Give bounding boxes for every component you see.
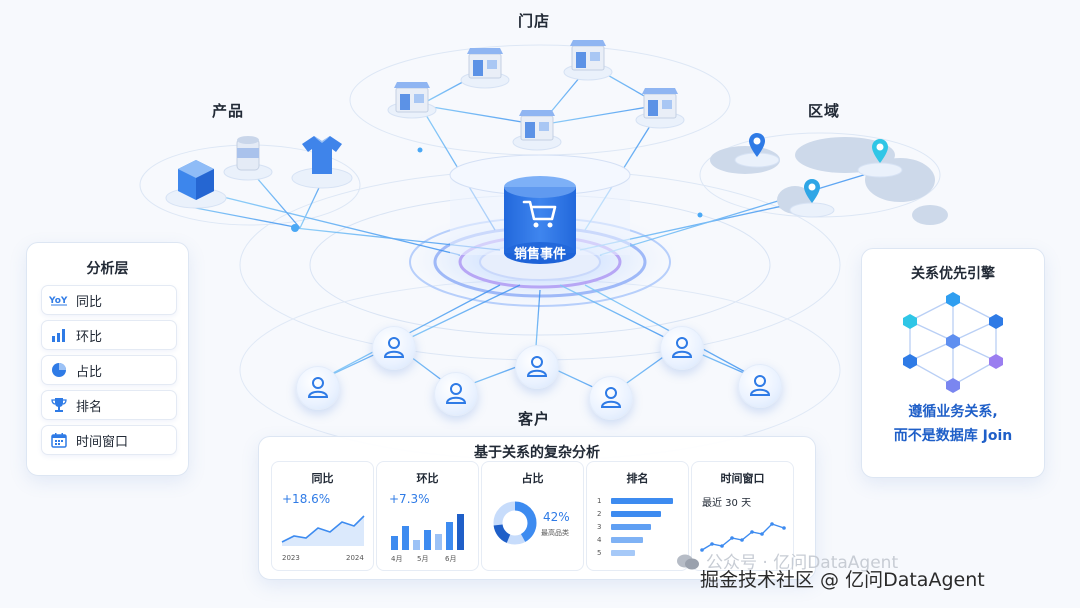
layer-item-rank[interactable]: 排名 (41, 390, 177, 420)
customer-node (515, 345, 559, 389)
rank-card-title: 排名 (626, 472, 649, 485)
complex-analysis-panel: 基于关系的复杂分析 同比 +18.6% 2023 2024 环比 +7.3% 4… (258, 436, 816, 580)
share-caption: 最高品类 (541, 529, 569, 537)
shopping-cart-icon (522, 200, 557, 228)
share-card-title: 占比 (521, 472, 544, 485)
engine-desc-line1: 遵循业务关系, (908, 404, 998, 420)
cylinder-icon (504, 176, 576, 264)
store-icon (519, 110, 555, 141)
yoy-card-title: 同比 (311, 472, 334, 485)
rank-bar (611, 537, 643, 543)
relationship-engine-panel: 关系优先引擎 遵循业务关系, 而不是数据库 Join (861, 248, 1045, 478)
customer-node (660, 326, 704, 370)
store-icon (642, 88, 678, 119)
box-product-icon (178, 160, 214, 200)
yoy-card: 同比 +18.6% 2023 2024 (271, 461, 374, 571)
share-value: 42% (543, 510, 570, 524)
rank-number: 4 (597, 536, 602, 544)
rank-bar (611, 524, 651, 530)
mom-month-label: 6月 (445, 555, 457, 563)
user-icon (600, 387, 622, 408)
graph-network-icon (903, 292, 1003, 393)
rank-card: 排名 1 2 3 4 5 (586, 461, 689, 571)
yoy-value: +18.6% (282, 492, 331, 506)
layer-item-label: 环比 (76, 329, 103, 345)
group-label-customer: 客户 (518, 410, 551, 428)
location-pin-icon (872, 139, 888, 163)
customer-node (296, 366, 340, 410)
customer-node (372, 326, 416, 370)
user-icon (671, 337, 693, 358)
mom-card-title: 环比 (416, 472, 439, 485)
user-icon (749, 375, 771, 396)
rank-bar (611, 550, 635, 556)
group-label-product: 产品 (212, 102, 245, 120)
group-label-region: 区域 (808, 102, 841, 120)
trophy-icon (42, 397, 76, 413)
mom-month-label: 4月 (391, 555, 403, 563)
user-icon (526, 356, 548, 377)
wechat-icon (677, 554, 699, 570)
watermark-main: 掘金技术社区 @ 亿问DataAgent (700, 569, 985, 591)
yoy-line-chart (281, 515, 365, 546)
layer-item-share[interactable]: 占比 (41, 355, 177, 385)
layer-item-label: 时间窗口 (76, 434, 129, 450)
time-window-card-title: 时间窗口 (720, 472, 765, 485)
time-window-value: 最近 30 天 (702, 498, 752, 509)
location-pin-icon (804, 179, 820, 203)
layer-item-label: 同比 (76, 294, 103, 310)
yoy-x-end: 2024 (346, 554, 364, 562)
rank-number: 2 (597, 510, 602, 518)
store-icon (394, 82, 430, 113)
bar-chart-icon (42, 328, 76, 342)
customer-node (738, 364, 782, 408)
share-card: 占比 42% 最高品类 (481, 461, 584, 571)
yoy-icon: YoY (42, 293, 76, 307)
group-label-store: 门店 (518, 12, 551, 30)
engine-title: 关系优先引擎 (911, 266, 995, 282)
mom-bar-chart (391, 514, 464, 550)
analysis-layer-panel: 分析层 YoY 同比 环比 占比 排名 时间窗口 (26, 242, 189, 476)
pie-chart-icon (42, 362, 76, 378)
rank-number: 3 (597, 523, 602, 531)
sales-event-label: 销售事件 (513, 247, 566, 262)
yoy-x-start: 2023 (282, 554, 300, 562)
layer-item-time-window[interactable]: 时间窗口 (41, 425, 177, 455)
rank-number: 1 (597, 497, 602, 505)
shirt-product-icon (302, 136, 342, 174)
user-icon (383, 337, 405, 358)
store-icon (467, 48, 503, 79)
customer-node (434, 372, 478, 416)
engine-desc-line2: 而不是数据库 Join (893, 428, 1013, 444)
rank-bar (611, 498, 673, 504)
store-icon (570, 40, 606, 71)
location-pin-icon (749, 133, 765, 157)
share-donut-chart (493, 501, 537, 545)
mom-month-label: 5月 (417, 555, 429, 563)
watermark-faint: 公众号 · 亿问DataAgent (706, 553, 899, 573)
time-window-line-chart (700, 522, 786, 552)
can-product-icon (236, 136, 260, 171)
layer-item-yoy[interactable]: YoY 同比 (41, 285, 177, 315)
complex-analysis-title: 基于关系的复杂分析 (474, 445, 600, 461)
mom-value: +7.3% (389, 492, 430, 506)
analysis-layer-title: 分析层 (86, 261, 129, 277)
calendar-icon (42, 432, 76, 448)
time-window-card: 时间窗口 最近 30 天 (691, 461, 794, 571)
layer-item-mom[interactable]: 环比 (41, 320, 177, 350)
layer-item-label: 排名 (76, 399, 103, 415)
customer-node (589, 376, 633, 420)
mom-card: 环比 +7.3% 4月 5月 6月 (376, 461, 479, 571)
user-icon (445, 383, 467, 404)
user-icon (307, 377, 329, 398)
sales-event-node: 销售事件 (502, 175, 578, 265)
layer-item-label: 占比 (76, 364, 103, 380)
rank-number: 5 (597, 549, 602, 557)
rank-bar (611, 511, 661, 517)
svg-text:YoY: YoY (49, 296, 68, 306)
